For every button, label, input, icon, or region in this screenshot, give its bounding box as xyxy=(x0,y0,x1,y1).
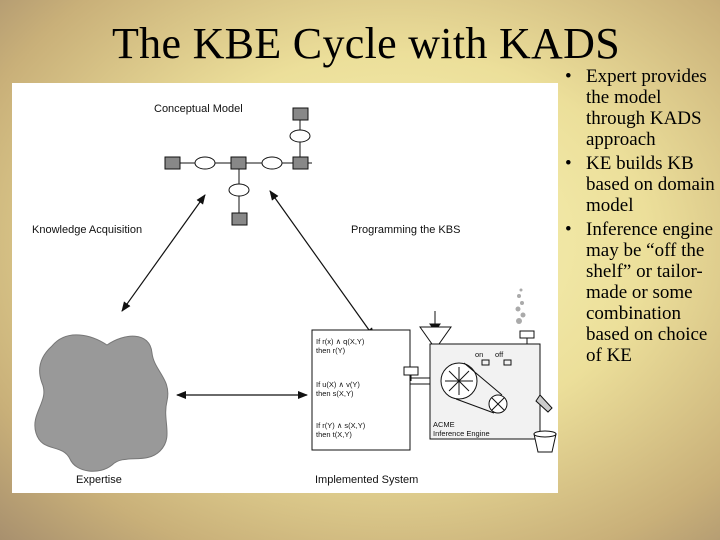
rule-box xyxy=(311,329,411,451)
engine-name-line2: Inference Engine xyxy=(433,429,490,438)
steam-puff xyxy=(515,288,526,324)
expertise-blob xyxy=(34,334,169,472)
bullet-item: • Expert provides the model through KADS… xyxy=(562,66,718,150)
label-expertise: Expertise xyxy=(76,474,122,486)
arrow-programming xyxy=(269,190,375,338)
engine-on-label: on xyxy=(475,350,484,359)
label-conceptual-model: Conceptual Model xyxy=(154,103,243,115)
engine-off-label: off xyxy=(495,350,504,359)
bullet-dot: • xyxy=(565,66,572,87)
rule-1: If r(x) ∧ q(X,Y) then r(Y) xyxy=(316,337,365,355)
label-knowledge-acquisition: Knowledge Acquisition xyxy=(32,224,143,236)
bullet-text: Expert provides the model through KADS a… xyxy=(586,66,707,150)
bullet-text: Inference engine may be “off the shelf” … xyxy=(586,219,714,366)
bullet-list: • Expert provides the model through KADS… xyxy=(562,66,718,369)
label-implemented-system: Implemented System xyxy=(315,474,419,486)
bullet-dot: • xyxy=(565,219,572,240)
slide-title: The KBE Cycle with KADS xyxy=(112,19,620,68)
inference-engine-machine xyxy=(403,311,557,453)
rule-3: If r(Y) ∧ s(X,Y) then t(X,Y) xyxy=(316,421,366,439)
conceptual-model-graph xyxy=(164,107,312,226)
arrow-knowledge-acquisition xyxy=(121,194,206,312)
label-programming-kbs: Programming the KBS xyxy=(351,224,461,236)
diagram-panel: Conceptual Model Knowledge Acquisition P… xyxy=(12,83,558,493)
bullet-item: • Inference engine may be “off the shelf… xyxy=(562,219,718,366)
bullet-item: • KE builds KB based on domain model xyxy=(562,153,718,216)
rule-2: If u(X) ∧ v(Y) then s(X,Y) xyxy=(316,380,360,398)
bullet-text: KE builds KB based on domain model xyxy=(586,153,715,216)
bullet-dot: • xyxy=(565,153,572,174)
kbe-cycle-diagram xyxy=(34,107,557,472)
engine-name-line1: ACME xyxy=(433,420,455,429)
